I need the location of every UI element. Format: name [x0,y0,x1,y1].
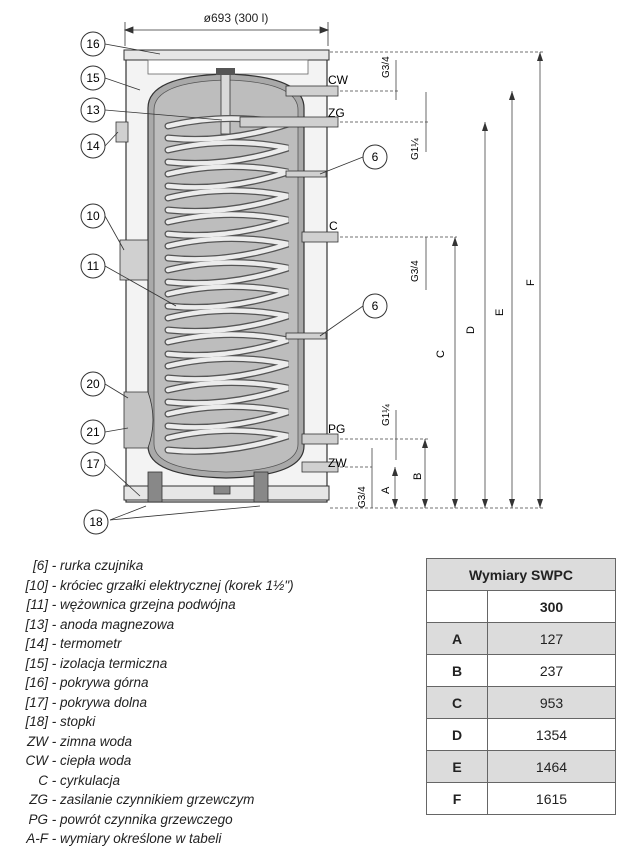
svg-text:6: 6 [372,299,379,313]
legend-row: C - cyrkulacja [38,772,121,788]
table-row: D 1354 [426,718,616,751]
legend-row: [11] - wężownica grzejna podwójna [26,597,236,612]
svg-text:21: 21 [86,425,100,439]
diameter-label: ø693 (300 l) [204,11,269,25]
inspection-flange [123,391,154,449]
anode-cap [216,68,235,75]
legend-row: [14] - termometr [25,636,122,651]
svg-text:17: 17 [86,457,100,471]
connection-label-zg: ZG [328,106,345,120]
callout-11: 11 [80,253,106,279]
table-row: B 237 [426,654,616,687]
dimension-letter-a: A [380,486,392,494]
dimension-letter-d: D [465,326,477,334]
legend-row: [16] - pokrywa górna [25,675,149,690]
heating-coil-highlight [165,116,289,454]
callout-6-lower: 6 [362,293,388,319]
svg-text:13: 13 [86,103,100,117]
connection-label-cw: CW [328,73,349,87]
table-row: F 1615 [426,782,616,815]
thread-label-cw: G3/4 [381,56,392,78]
table-header-blank [426,590,488,623]
svg-text:6: 6 [372,150,379,164]
dimension-letter-f: F [525,279,537,286]
callout-17: 17 [80,451,106,477]
feet [147,471,269,503]
legend-row: [15] - izolacja termiczna [25,655,168,671]
thread-label-c: G3/4 [410,260,421,282]
table-row: C 953 [426,686,616,719]
legend-row: CW - ciepła woda [25,753,132,768]
magnesium-anode [220,71,231,135]
dimension-letter-c: C [435,350,447,358]
callout-13: 13 [80,97,106,123]
thread-label-zg: G1¼ [409,138,421,160]
table-title: Wymiary SWPC [426,558,616,591]
thermometer [115,121,129,143]
table-row: A 127 [426,622,616,655]
legend-row: [6] - rurka czujnika [32,558,144,573]
svg-text:15: 15 [86,71,100,85]
legend-row: A-F - wymiary określone w tabeli [26,831,222,846]
dimension-arrows [392,52,543,508]
legend-row: [17] - pokrywa dolna [25,694,148,710]
connection-pipes [239,85,339,473]
dimension-verticals [371,52,541,508]
dimension-lines [330,51,545,509]
top-cover [123,49,330,61]
svg-text:11: 11 [87,259,100,273]
svg-text:16: 16 [86,37,100,51]
electric-heater-port [119,239,149,281]
connection-label-zw: ZW [328,456,347,470]
thread-label-pg: G1¼ [380,404,392,426]
table-row: E 1464 [426,750,616,783]
dimension-letter-e: E [494,309,506,316]
svg-text:10: 10 [86,209,100,223]
legend-row: PG - powrót czynnika grzewczego [28,811,233,827]
svg-text:18: 18 [89,515,103,529]
callout-14: 14 [80,133,106,159]
connection-label-c: C [329,219,338,233]
legend: [6] - rurka czujnika [10] - króciec grza… [10,556,310,849]
legend-row: ZG - zasilanie czynnikiem grzewczym [29,792,255,807]
callout-18: 18 [83,509,109,535]
legend-row: [18] - stopki [25,714,96,729]
callout-16: 16 [80,31,106,57]
svg-text:14: 14 [86,139,100,153]
connection-label-pg: PG [328,422,345,436]
callout-21: 21 [80,419,106,445]
legend-row: [10] - króciec grzałki elektrycznej (kor… [25,577,294,593]
callout-10: 10 [80,203,106,229]
dimensions-table: Wymiary SWPC 300 A 127 B 237 C 953 D 135… [426,558,616,815]
diameter-dimension [123,22,330,46]
svg-text:20: 20 [86,377,100,391]
table-header-value: 300 [487,590,616,623]
legend-row: [13] - anoda magnezowa [25,616,175,632]
tank-cross-section-diagram: ø693 (300 l) [80,11,545,535]
callout-20: 20 [80,371,106,397]
legend-row: ZW - zimna woda [27,733,133,749]
callout-6-upper: 6 [362,144,388,170]
thread-label-zw: G3/4 [357,486,368,508]
callout-15: 15 [80,65,106,91]
leader-lines [104,43,364,521]
dimension-letter-b: B [412,473,424,480]
